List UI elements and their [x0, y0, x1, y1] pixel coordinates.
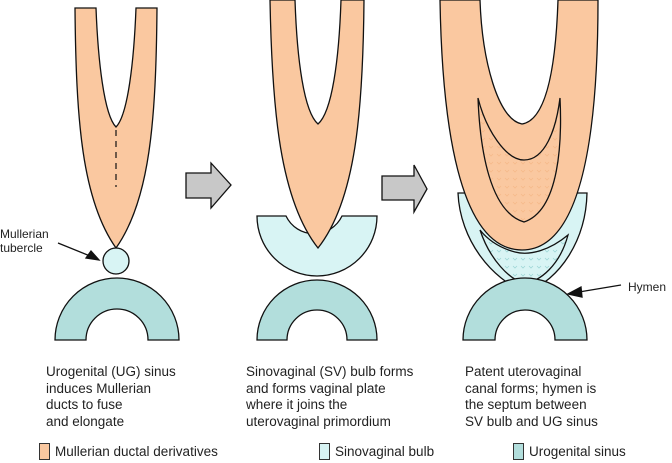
stage3-urogenital-sinus	[462, 277, 588, 341]
stage2-mullerian-ducts	[269, 0, 365, 250]
stage1-mullerian-tubercle	[102, 247, 130, 275]
stage1-urogenital-sinus	[54, 277, 180, 341]
legend-item-sinovaginal: Sinovaginal bulb	[319, 442, 434, 460]
hymen-pointer-head	[566, 285, 583, 298]
stage-arrow-1	[185, 161, 232, 210]
stage-arrow-2	[381, 164, 428, 215]
caption-stage-1: Urogenital (UG) sinus induces Mullerian …	[46, 364, 176, 429]
legend-swatch-sinovaginal	[319, 442, 330, 460]
legend-label: Mullerian ductal derivatives	[55, 443, 218, 459]
hymen-label: Hymen	[628, 280, 667, 294]
legend-swatch-urogenital	[513, 442, 524, 460]
legend-label: Urogenital sinus	[529, 443, 626, 459]
caption-stage-3: Patent uterovaginal canal forms; hymen i…	[465, 364, 598, 429]
stage3-uterovaginal-canal	[477, 97, 562, 223]
legend-swatch-mullerian	[39, 442, 50, 460]
tubercle-label: Mullerian tubercle	[0, 227, 49, 255]
legend-label: Sinovaginal bulb	[335, 443, 435, 459]
stage1-mullerian-ducts	[74, 7, 158, 250]
legend-item-mullerian: Mullerian ductal derivatives	[39, 442, 218, 460]
caption-stage-2: Sinovaginal (SV) bulb forms and forms va…	[246, 364, 414, 429]
tubercle-pointer-head	[84, 249, 101, 261]
stage3-vaginal-lumen-lower	[479, 229, 570, 284]
legend-item-urogenital: Urogenital sinus	[513, 442, 626, 460]
stage3-mullerian-ducts	[439, 0, 599, 251]
stage2-urogenital-sinus	[256, 279, 378, 341]
